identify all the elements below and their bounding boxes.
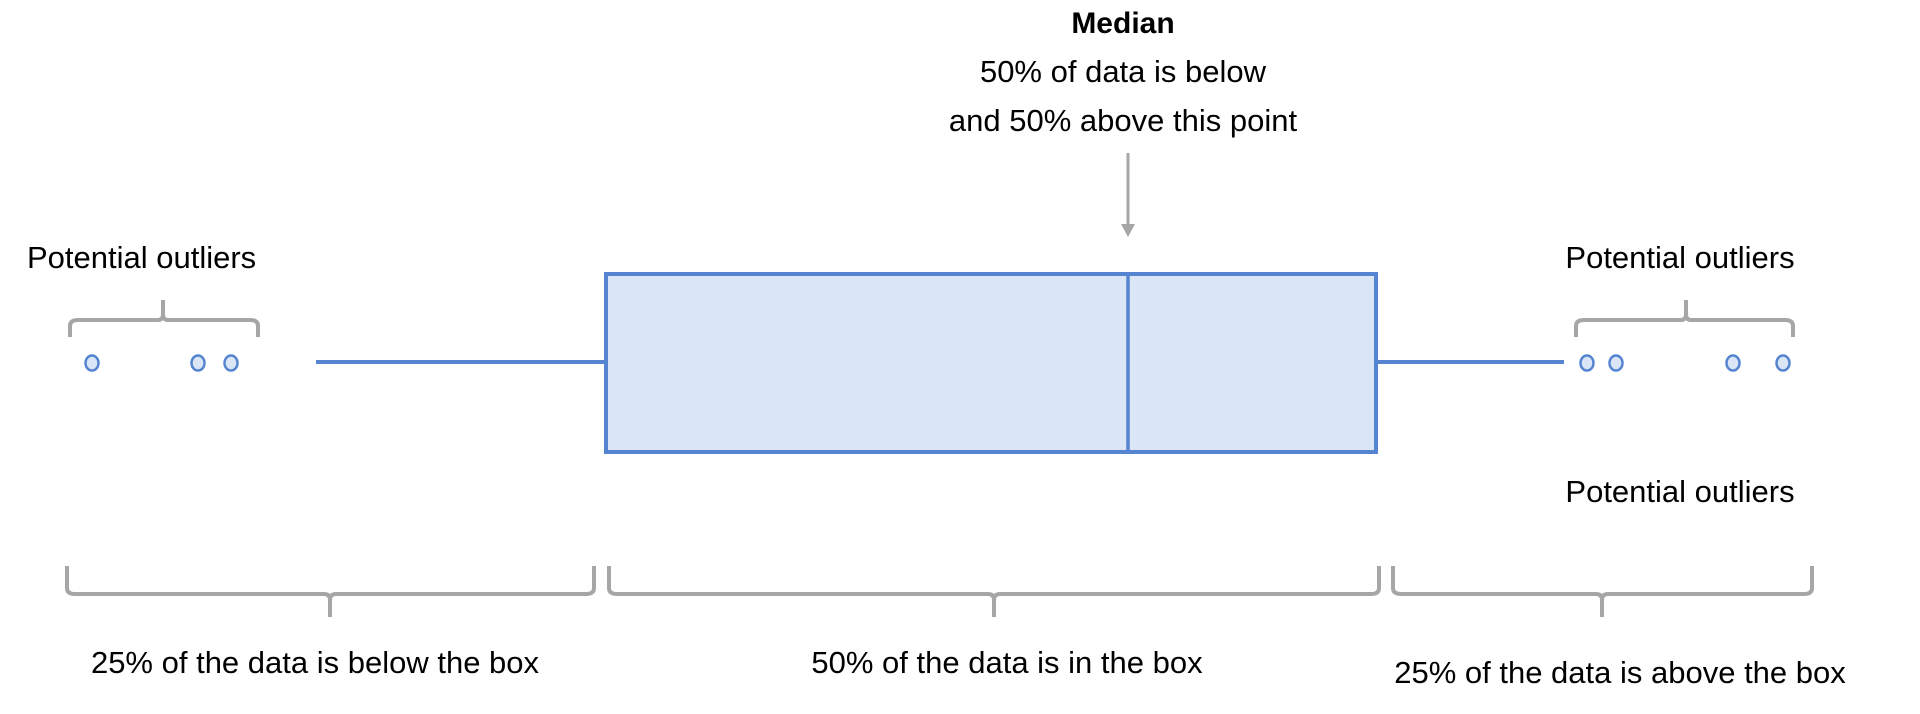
below-box-brace <box>65 566 596 617</box>
above-box-brace <box>1391 566 1814 617</box>
left-outlier-points <box>84 354 239 372</box>
outlier-point <box>84 354 100 372</box>
outlier-point <box>1775 354 1791 372</box>
right-outlier-brace <box>1574 300 1795 337</box>
median-desc-line2: and 50% above this point <box>949 103 1298 138</box>
right-outliers-top-label: Potential outliers <box>1565 240 1794 275</box>
outlier-point <box>190 354 206 372</box>
in-box-brace <box>607 566 1381 617</box>
outlier-point <box>1579 354 1595 372</box>
left-outliers-label: Potential outliers <box>27 240 256 275</box>
outlier-point <box>1608 354 1624 372</box>
above-box-label: 25% of the data is above the box <box>1394 655 1846 690</box>
median-title: Median <box>1071 7 1174 40</box>
in-box-label: 50% of the data is in the box <box>811 645 1203 680</box>
median-desc-line1: 50% of data is below <box>980 54 1267 89</box>
left-outlier-brace <box>68 300 260 337</box>
right-outliers-bottom-label: Potential outliers <box>1565 474 1794 509</box>
below-box-label: 25% of the data is below the box <box>91 645 540 680</box>
outlier-point <box>1725 354 1741 372</box>
right-outlier-points <box>1579 354 1791 372</box>
outlier-point <box>223 354 239 372</box>
interquartile-box <box>604 272 1378 454</box>
median-arrow <box>1121 153 1135 237</box>
